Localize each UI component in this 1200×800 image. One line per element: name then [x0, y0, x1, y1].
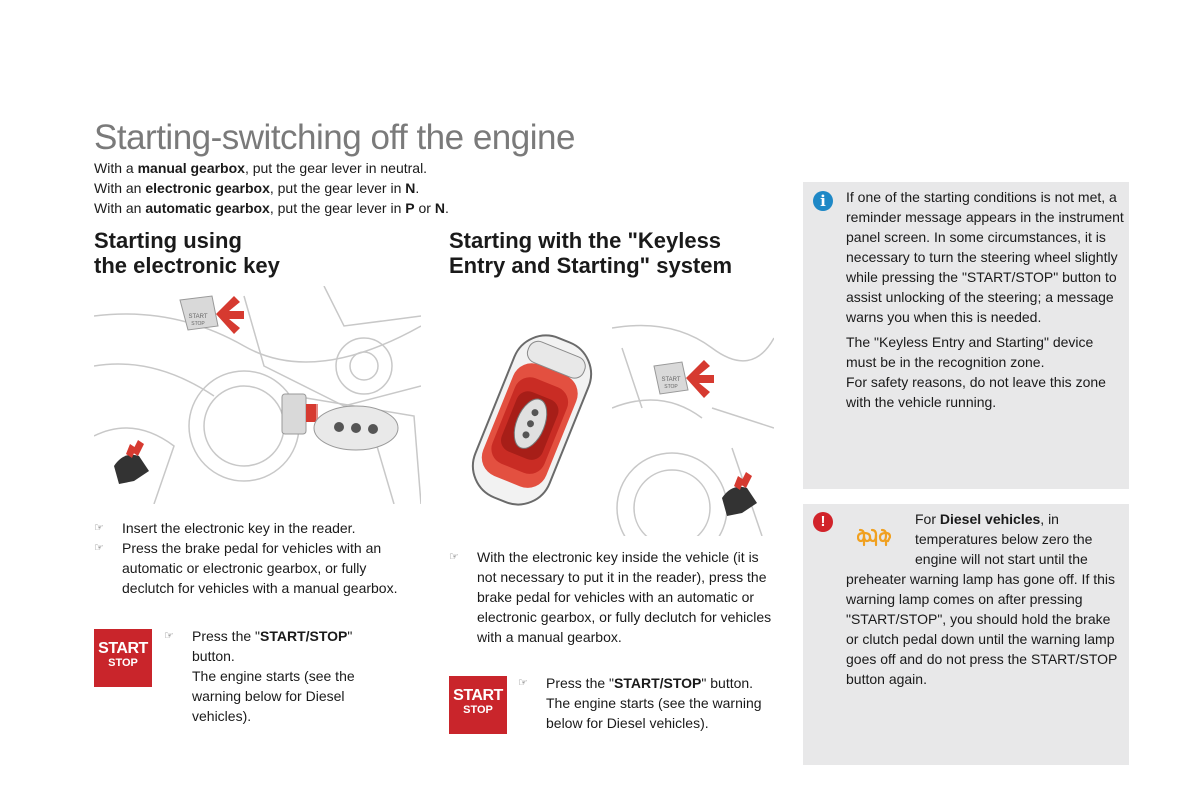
middle-heading-line: Entry and Starting" system	[449, 253, 733, 278]
warning-icon: !	[813, 512, 833, 532]
info-panel: i If one of the starting conditions is n…	[803, 182, 1129, 489]
list-item: ☞With the electronic key inside the vehi…	[449, 549, 772, 645]
middle-press-step: ☞Press the "START/STOP" button.The engin…	[518, 673, 776, 733]
start-stop-dashboard-illustration: START STOP	[612, 318, 774, 536]
brake-pedal-foot-icon	[114, 440, 149, 484]
electronic-key-icon	[513, 398, 548, 449]
middle-heading: Starting with the "Keyless Entry and Sta…	[449, 228, 789, 278]
car-recognition-zone-illustration	[471, 334, 593, 506]
list-item: ☞Insert the electronic key in the reader…	[94, 520, 356, 536]
start-stop-reader-shape: START STOP	[653, 361, 689, 395]
pointer-hand-icon: ☞	[164, 630, 174, 642]
info-paragraph: For safety reasons, do not leave this zo…	[846, 374, 1106, 410]
warning-panel-text-bottom: preheater warning lamp has gone off. If …	[846, 571, 1118, 687]
left-press-step: ☞Press the "START/STOP" button.The engin…	[164, 626, 384, 726]
info-paragraph: If one of the starting conditions is not…	[846, 189, 1124, 325]
middle-bullets: ☞With the electronic key inside the vehi…	[449, 547, 779, 647]
list-item: ☞Press the brake pedal for vehicles with…	[94, 540, 398, 596]
brake-pedal-foot-icon	[722, 472, 757, 516]
left-heading-line: Starting using	[94, 228, 242, 253]
middle-heading-line: Starting with the "Keyless	[449, 228, 722, 253]
list-item: ☞Press the "START/STOP" button.The engin…	[164, 628, 355, 724]
svg-text:START: START	[188, 314, 207, 320]
svg-text:STOP: STOP	[191, 321, 205, 327]
arrow-icon	[686, 360, 714, 398]
start-stop-reader-shape: START STOP	[179, 295, 219, 331]
pointer-hand-icon: ☞	[518, 677, 528, 689]
info-paragraph: The "Keyless Entry and Starting" device …	[846, 334, 1094, 370]
key-reader-shape	[281, 393, 399, 451]
page-title: Starting-switching off the engine	[94, 118, 575, 157]
warning-panel: ! For Diesel vehicles, in temperatures b…	[803, 504, 1129, 765]
arrow-icon	[216, 296, 244, 334]
pointer-hand-icon: ☞	[94, 542, 104, 554]
info-panel-text: If one of the starting conditions is not…	[846, 187, 1124, 412]
left-heading: Starting using the electronic key	[94, 228, 424, 278]
electronic-key-reader-illustration: START STOP	[94, 286, 421, 504]
warning-panel-text-top: For Diesel vehicles, in temperatures bel…	[915, 511, 1093, 567]
svg-text:START: START	[661, 377, 680, 383]
svg-text:STOP: STOP	[664, 384, 678, 390]
pointer-hand-icon: ☞	[449, 551, 459, 563]
list-item: ☞Press the "START/STOP" button.The engin…	[518, 675, 762, 731]
info-icon: i	[813, 191, 833, 211]
pointer-hand-icon: ☞	[94, 522, 104, 534]
left-bullets: ☞Insert the electronic key in the reader…	[94, 518, 404, 598]
left-heading-line: the electronic key	[94, 253, 280, 278]
preheater-lamp-icon	[857, 528, 891, 547]
intro-line: With a manual gearbox, put the gear leve…	[94, 160, 428, 176]
intro-line: With an automatic gearbox, put the gear …	[94, 200, 449, 216]
intro-line: With an electronic gearbox, put the gear…	[94, 180, 420, 196]
